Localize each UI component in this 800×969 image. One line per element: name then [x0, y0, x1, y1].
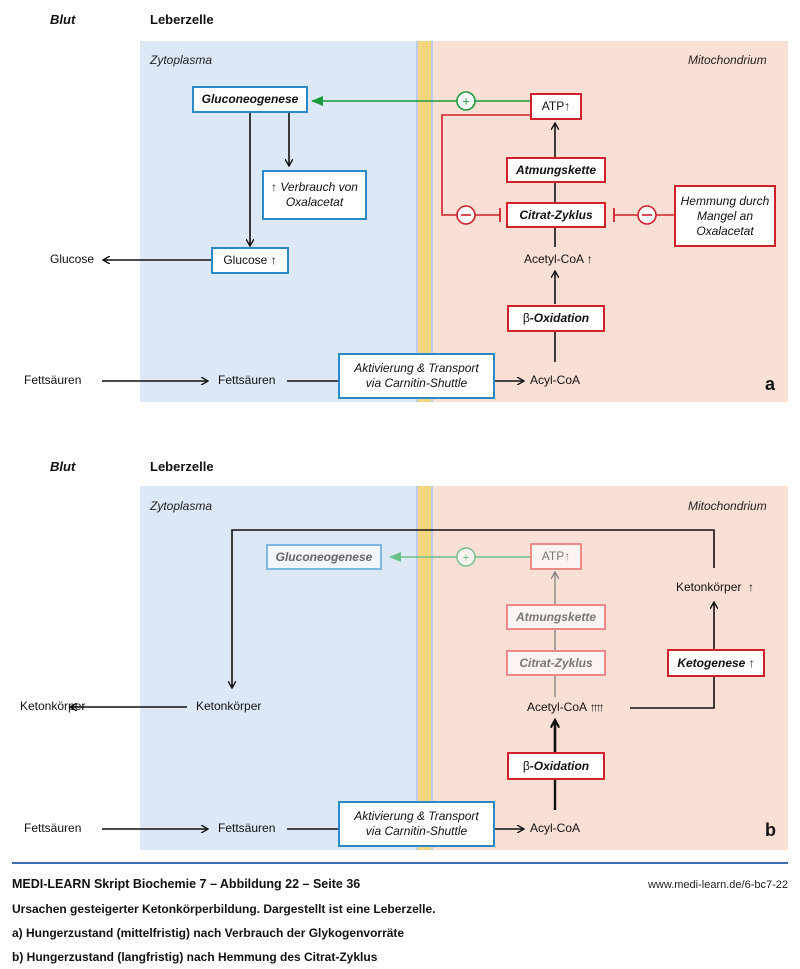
fettsaeuren-cyto-label: Fettsäuren	[218, 821, 276, 835]
atmungskette-box: Atmungskette	[506, 157, 606, 183]
up-arrow-icon: ↑	[748, 655, 755, 670]
up-arrow-icon: ↑	[586, 252, 593, 266]
carnitin-shuttle-box: Aktivierung & Transport via Carnitin-Shu…	[338, 353, 495, 399]
ketogenese-box: Ketogenese ↑	[667, 649, 765, 677]
cytoplasm-label: Zytoplasma	[150, 53, 213, 67]
figure-title: MEDI-LEARN Skript Biochemie 7 – Abbildun…	[12, 877, 361, 891]
panel-letter-b: b	[765, 820, 776, 840]
mitochondrial-membrane	[416, 486, 433, 850]
panel-a-connectors: +	[102, 91, 675, 420]
hemmung-box: Hemmung durch Mangel an Oxalacetat	[674, 185, 776, 247]
citrat-zyklus-box: Citrat-Zyklus	[506, 202, 606, 228]
fettsaeuren-blood-label: Fettsäuren	[24, 821, 82, 835]
citrat-zyklus-box-faded: Citrat-Zyklus	[506, 650, 606, 676]
ketonkoerper-cyto-label: Ketonkörper	[196, 699, 262, 713]
acyl-coa-label: Acyl-CoA	[530, 373, 581, 387]
up-arrow-icon: ↑	[564, 549, 571, 563]
cytoplasm-label: Zytoplasma	[150, 499, 213, 513]
four-up-arrows-icon: ↑↑↑↑	[589, 700, 605, 714]
up-arrow-icon: ↑	[270, 253, 277, 267]
panel-letter-a: a	[765, 374, 776, 394]
up-arrow-icon: ↑	[271, 180, 278, 194]
plus-circle-icon	[456, 91, 476, 111]
blood-header: Blut	[50, 459, 76, 474]
acetyl-coa-label: Acetyl-CoA ↑↑↑↑	[527, 700, 605, 714]
svg-text:+: +	[462, 94, 470, 109]
line-acetyl-to-ketogenese	[630, 677, 715, 709]
arrow-ketone-export	[232, 529, 715, 688]
mitochondrion-label: Mitochondrium	[688, 499, 767, 513]
blood-header: Blut	[50, 12, 76, 27]
figure-caption: Ursachen gesteigerter Ketonkörperbildung…	[12, 902, 436, 916]
beta-oxidation-box: β-Oxidation	[507, 752, 605, 780]
up-arrow-icon: ↑	[564, 99, 571, 113]
gluconeogenese-box: Gluconeogenese	[192, 86, 308, 113]
up-arrow-icon: ↑	[748, 580, 755, 594]
verbrauch-oxalacetat-box: ↑ Verbrauch von Oxalacetat	[262, 170, 367, 220]
mitochondrial-membrane	[416, 41, 433, 402]
beta-oxidation-box: β-Oxidation	[507, 305, 605, 332]
atp-box: ATP↑	[530, 93, 582, 120]
ketonkoerper-mito-label: Ketonkörper ↑	[676, 580, 755, 594]
inhibition-atp-to-citrat	[441, 114, 530, 216]
atmungskette-box-faded: Atmungskette	[506, 604, 606, 630]
acetyl-coa-label: Acetyl-CoA ↑	[524, 252, 593, 266]
liver-cell-header: Leberzelle	[150, 12, 214, 27]
atp-box-faded: ATP↑	[530, 543, 582, 570]
footer-divider	[12, 862, 788, 864]
ketonkoerper-blood-label: Ketonkörper	[20, 699, 86, 713]
carnitin-shuttle-box: Aktivierung & Transport via Carnitin-Shu…	[338, 801, 495, 847]
glucose-box: Glucose ↑	[211, 247, 289, 274]
caption-item-a: a) Hungerzustand (mittelfristig) nach Ve…	[12, 926, 405, 940]
fettsaeuren-blood-label: Fettsäuren	[24, 373, 82, 387]
caption-item-b: b) Hungerzustand (langfristig) nach Hemm…	[12, 950, 378, 964]
fettsaeuren-cyto-label: Fettsäuren	[218, 373, 276, 387]
plus-circle-icon-faded	[456, 547, 476, 567]
glucose-blood-label: Glucose	[50, 252, 95, 266]
gluconeogenese-box-faded: Gluconeogenese	[266, 544, 382, 570]
figure-url[interactable]: www.medi-learn.de/6-bc7-22	[647, 879, 788, 891]
acyl-coa-label: Acyl-CoA	[530, 821, 581, 835]
svg-text:+: +	[462, 551, 469, 565]
liver-cell-header: Leberzelle	[150, 459, 214, 474]
mitochondrion-label: Mitochondrium	[688, 53, 767, 67]
